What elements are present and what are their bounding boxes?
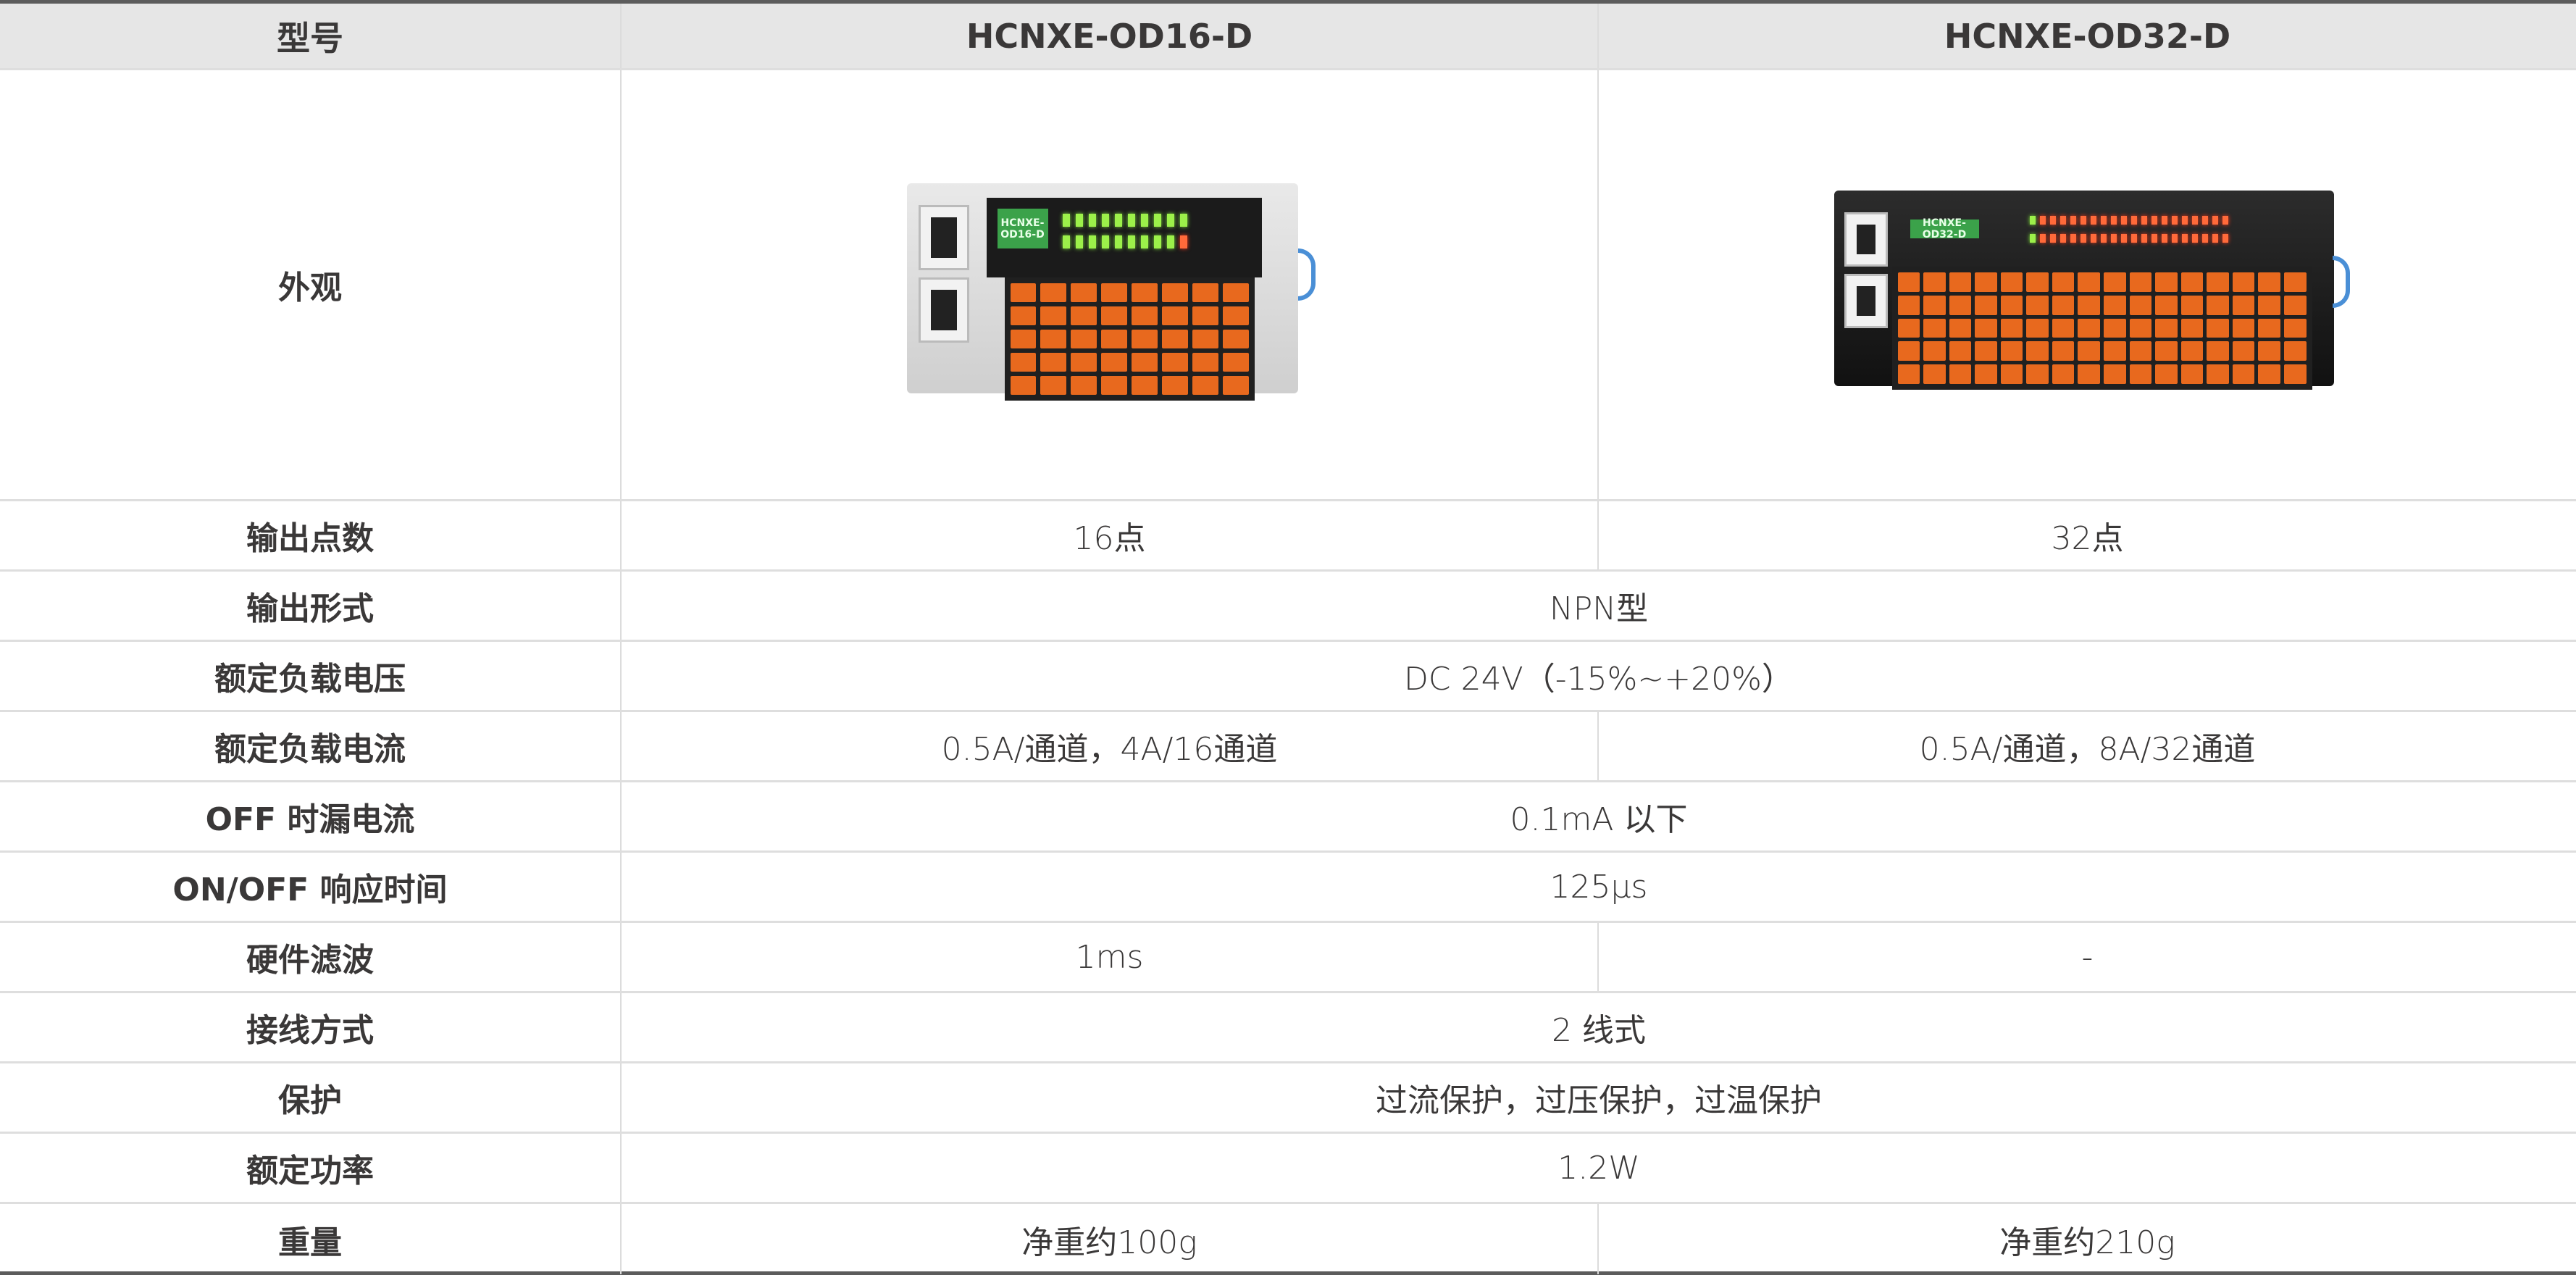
row-label: 额定功率 (0, 1134, 622, 1202)
model-label-badge: HCNXE-OD32-D (1910, 217, 1979, 241)
table-row: 额定负载电流 0.5A/通道，4A/16通道 0.5A/通道，8A/32通道 (0, 712, 2576, 782)
value-od16: 净重约100g (622, 1204, 1599, 1274)
row-label: OFF 时漏电流 (0, 782, 622, 850)
value-od16: 0.5A/通道，4A/16通道 (622, 712, 1599, 780)
row-label: 重量 (0, 1204, 622, 1274)
table-row: 输出形式 NPN型 (0, 572, 2576, 642)
value-od32: 0.5A/通道，8A/32通道 (1919, 731, 2256, 768)
value-od32: 净重约210g (1999, 1224, 2175, 1261)
value-shared: 1.2W (1557, 1149, 1640, 1187)
terminal-block (1004, 277, 1255, 401)
table-row: 额定功率 1.2W (0, 1134, 2576, 1204)
table-row: 重量 净重约100g 净重约210g (0, 1204, 2576, 1274)
row-label: ON/OFF 响应时间 (0, 853, 622, 921)
table-header-row: 型号 HCNXE-OD16-D HCNXE-OD32-D (0, 4, 2576, 70)
din-rail-clip-icon (1297, 248, 1316, 301)
header-label: 型号 (0, 4, 622, 68)
table-row: 输出点数 16点 32点 (0, 501, 2576, 572)
row-label: 硬件滤波 (0, 923, 622, 991)
ethernet-port-icon (1844, 274, 1888, 328)
value-od16: 16点 (622, 501, 1599, 569)
din-rail-clip-icon (2332, 256, 2350, 308)
appearance-row: 外观 HCNXE-OD16-D (0, 70, 2576, 501)
value-shared: 过流保护，过压保护，过温保护 (1376, 1082, 1822, 1119)
terminal-block (1891, 267, 2312, 390)
value-shared: 125µs (1550, 868, 1648, 906)
led-indicators (1062, 214, 1187, 227)
row-label: 额定负载电流 (0, 712, 622, 780)
ethernet-port-icon (918, 205, 969, 270)
table-row: 保护 过流保护，过压保护，过温保护 (0, 1063, 2576, 1134)
value-shared: DC 24V（-15%~+20%） (1404, 661, 1794, 698)
table-row: OFF 时漏电流 0.1mA 以下 (0, 782, 2576, 853)
product-image-od16: HCNXE-OD16-D (622, 70, 1599, 499)
ethernet-port-icon (1844, 212, 1888, 267)
value-od32: - (2081, 938, 2094, 976)
table-row: 接线方式 2 线式 (0, 993, 2576, 1063)
row-label: 接线方式 (0, 993, 622, 1061)
header-model-od16: HCNXE-OD16-D (622, 4, 1599, 68)
ethernet-port-icon (918, 277, 969, 343)
row-label: 保护 (0, 1063, 622, 1132)
row-label: 额定负载电压 (0, 642, 622, 710)
led-indicators (2029, 216, 2228, 225)
device-illustration-od16: HCNXE-OD16-D (906, 169, 1316, 401)
value-shared: 2 线式 (1552, 1012, 1646, 1049)
table-row: 硬件滤波 1ms - (0, 923, 2576, 993)
row-label: 外观 (0, 70, 622, 499)
model-label-badge: HCNXE-OD16-D (997, 209, 1048, 248)
value-shared: 0.1mA 以下 (1510, 801, 1688, 838)
table-row: ON/OFF 响应时间 125µs (0, 853, 2576, 923)
header-model-od32: HCNXE-OD32-D (1944, 16, 2231, 56)
device-illustration-od32: HCNXE-OD32-D (1833, 176, 2350, 393)
value-od32: 32点 (2051, 520, 2124, 557)
value-od16: 1ms (622, 923, 1599, 991)
table-row: 额定负载电压 DC 24V（-15%~+20%） (0, 642, 2576, 712)
value-shared: NPN型 (1549, 590, 1649, 627)
product-image-od32: HCNXE-OD32-D (1599, 70, 2576, 499)
row-label: 输出点数 (0, 501, 622, 569)
row-label: 输出形式 (0, 572, 622, 640)
